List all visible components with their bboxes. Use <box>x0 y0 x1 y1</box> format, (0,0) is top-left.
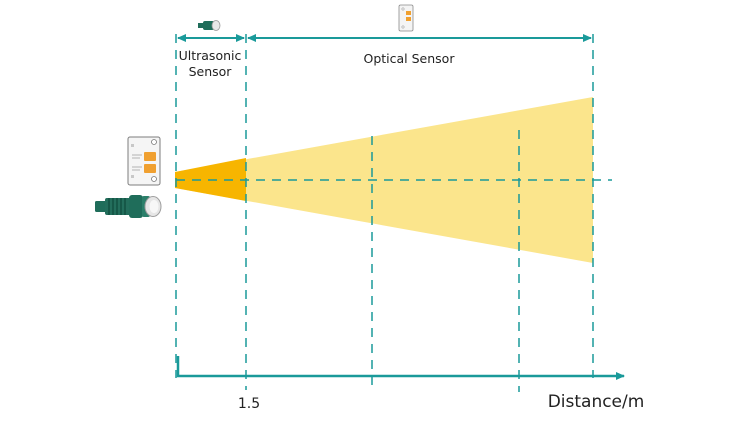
ultrasonic-sensor-label-line1: Ultrasonic <box>179 48 242 63</box>
distance-axis-label: Distance/m <box>548 392 645 412</box>
optical-sensor-small-icon <box>398 4 414 32</box>
optical-sensor-label: Optical Sensor <box>364 51 456 66</box>
optical-sensor-panel-icon <box>127 136 161 186</box>
ultrasonic-sensor-label-line2: Sensor <box>189 64 233 79</box>
distance-axis <box>176 356 625 380</box>
tick-label-1-5: 1.5 <box>238 396 260 412</box>
ultrasonic-sensor-large-icon <box>95 195 162 218</box>
ultrasonic-sensor-small-icon <box>198 20 221 31</box>
